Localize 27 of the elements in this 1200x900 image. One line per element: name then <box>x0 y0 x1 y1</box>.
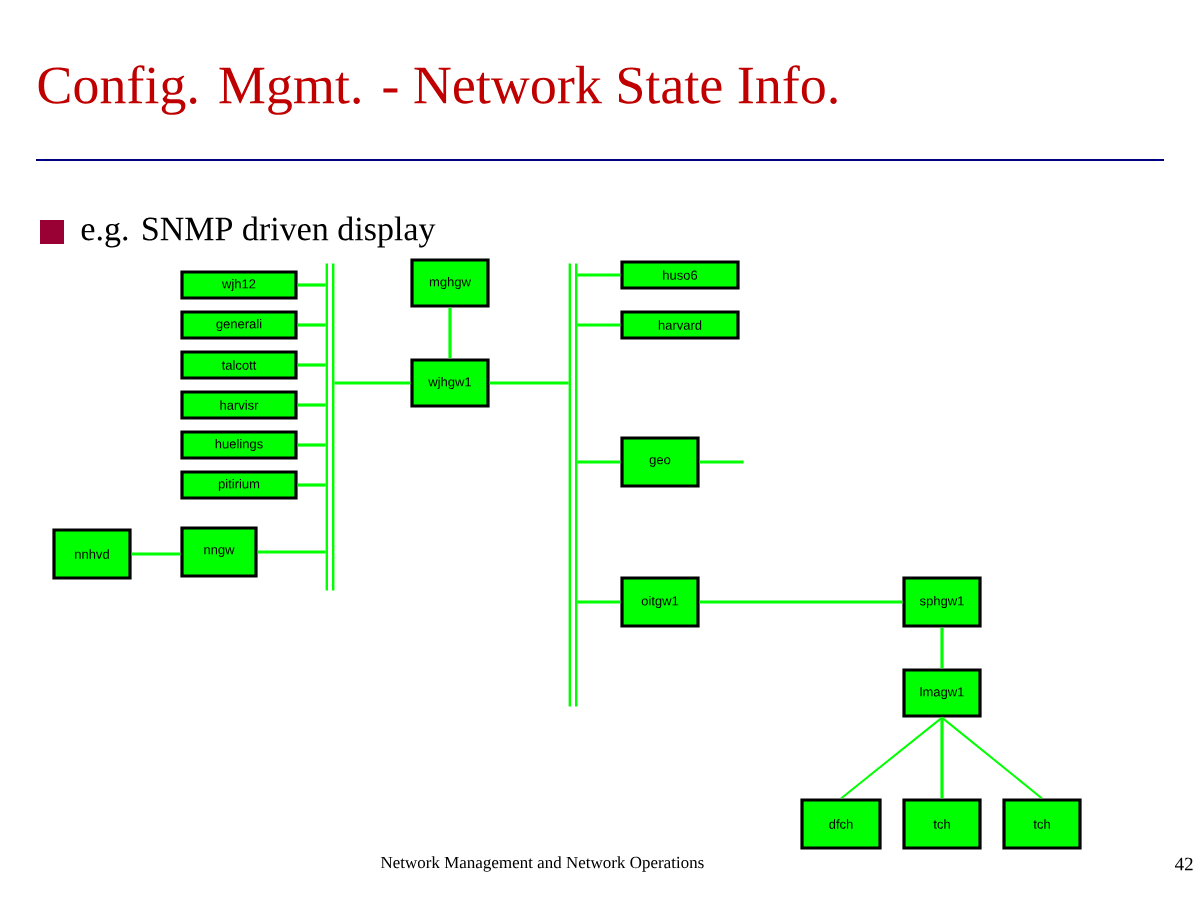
link-line <box>131 552 181 556</box>
link-line <box>941 716 1043 800</box>
footer-text: Network Management and Network Operations <box>380 856 704 872</box>
link-line <box>297 483 326 487</box>
link-line <box>577 600 621 604</box>
link-line <box>297 323 326 327</box>
link-line <box>577 323 621 327</box>
link-line <box>297 443 326 447</box>
link-line <box>577 273 621 277</box>
link-line <box>489 381 569 385</box>
link-line <box>699 460 744 464</box>
link-line <box>334 381 411 385</box>
link-line <box>448 307 452 359</box>
page-number: 42 <box>1175 857 1193 871</box>
slide-title: Config. Mgmt. - Network State Info. <box>38 65 837 115</box>
link-line <box>297 363 326 367</box>
link-line <box>840 716 943 800</box>
link-line <box>940 717 944 799</box>
bullet-text: e.g. SNMP driven display <box>81 216 436 248</box>
link-line <box>297 403 326 407</box>
network-bus <box>568 262 578 708</box>
link-line <box>940 627 944 669</box>
link-line <box>577 460 621 464</box>
network-bus <box>325 262 335 592</box>
link-line <box>297 283 326 287</box>
link-line <box>699 600 903 604</box>
link-line <box>257 550 326 554</box>
